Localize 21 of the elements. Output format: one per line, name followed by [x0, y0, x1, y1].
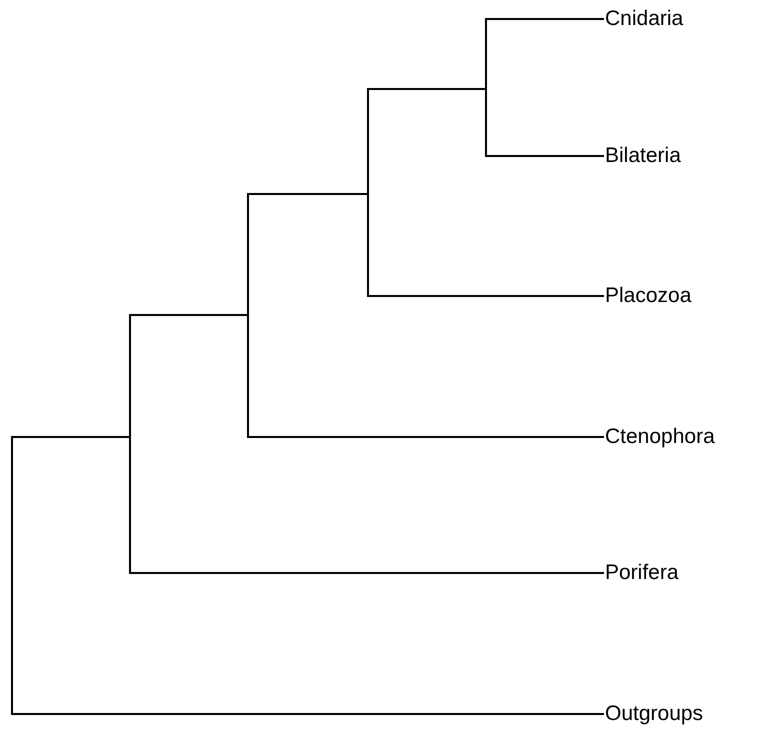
- branch-line: [248, 193, 368, 195]
- branch-line: [247, 193, 249, 438]
- branch-line: [129, 314, 131, 574]
- taxon-label: Cnidaria: [605, 7, 684, 31]
- taxon-label: Ctenophora: [605, 425, 715, 449]
- branch-line: [368, 295, 604, 297]
- taxon-label: Outgroups: [605, 702, 704, 726]
- branch-line: [11, 436, 13, 715]
- taxon-label: Porifera: [605, 561, 679, 585]
- branch-line: [12, 436, 130, 438]
- branch-line: [485, 18, 487, 157]
- taxon-label: Bilateria: [605, 144, 681, 168]
- branch-line: [486, 155, 604, 157]
- branch-line: [367, 88, 369, 297]
- branch-line: [368, 88, 486, 90]
- branch-line: [248, 436, 604, 438]
- taxon-label: Placozoa: [605, 284, 692, 308]
- branch-line: [12, 713, 604, 715]
- branch-line: [486, 18, 604, 20]
- branch-line: [130, 572, 604, 574]
- branch-line: [130, 314, 248, 316]
